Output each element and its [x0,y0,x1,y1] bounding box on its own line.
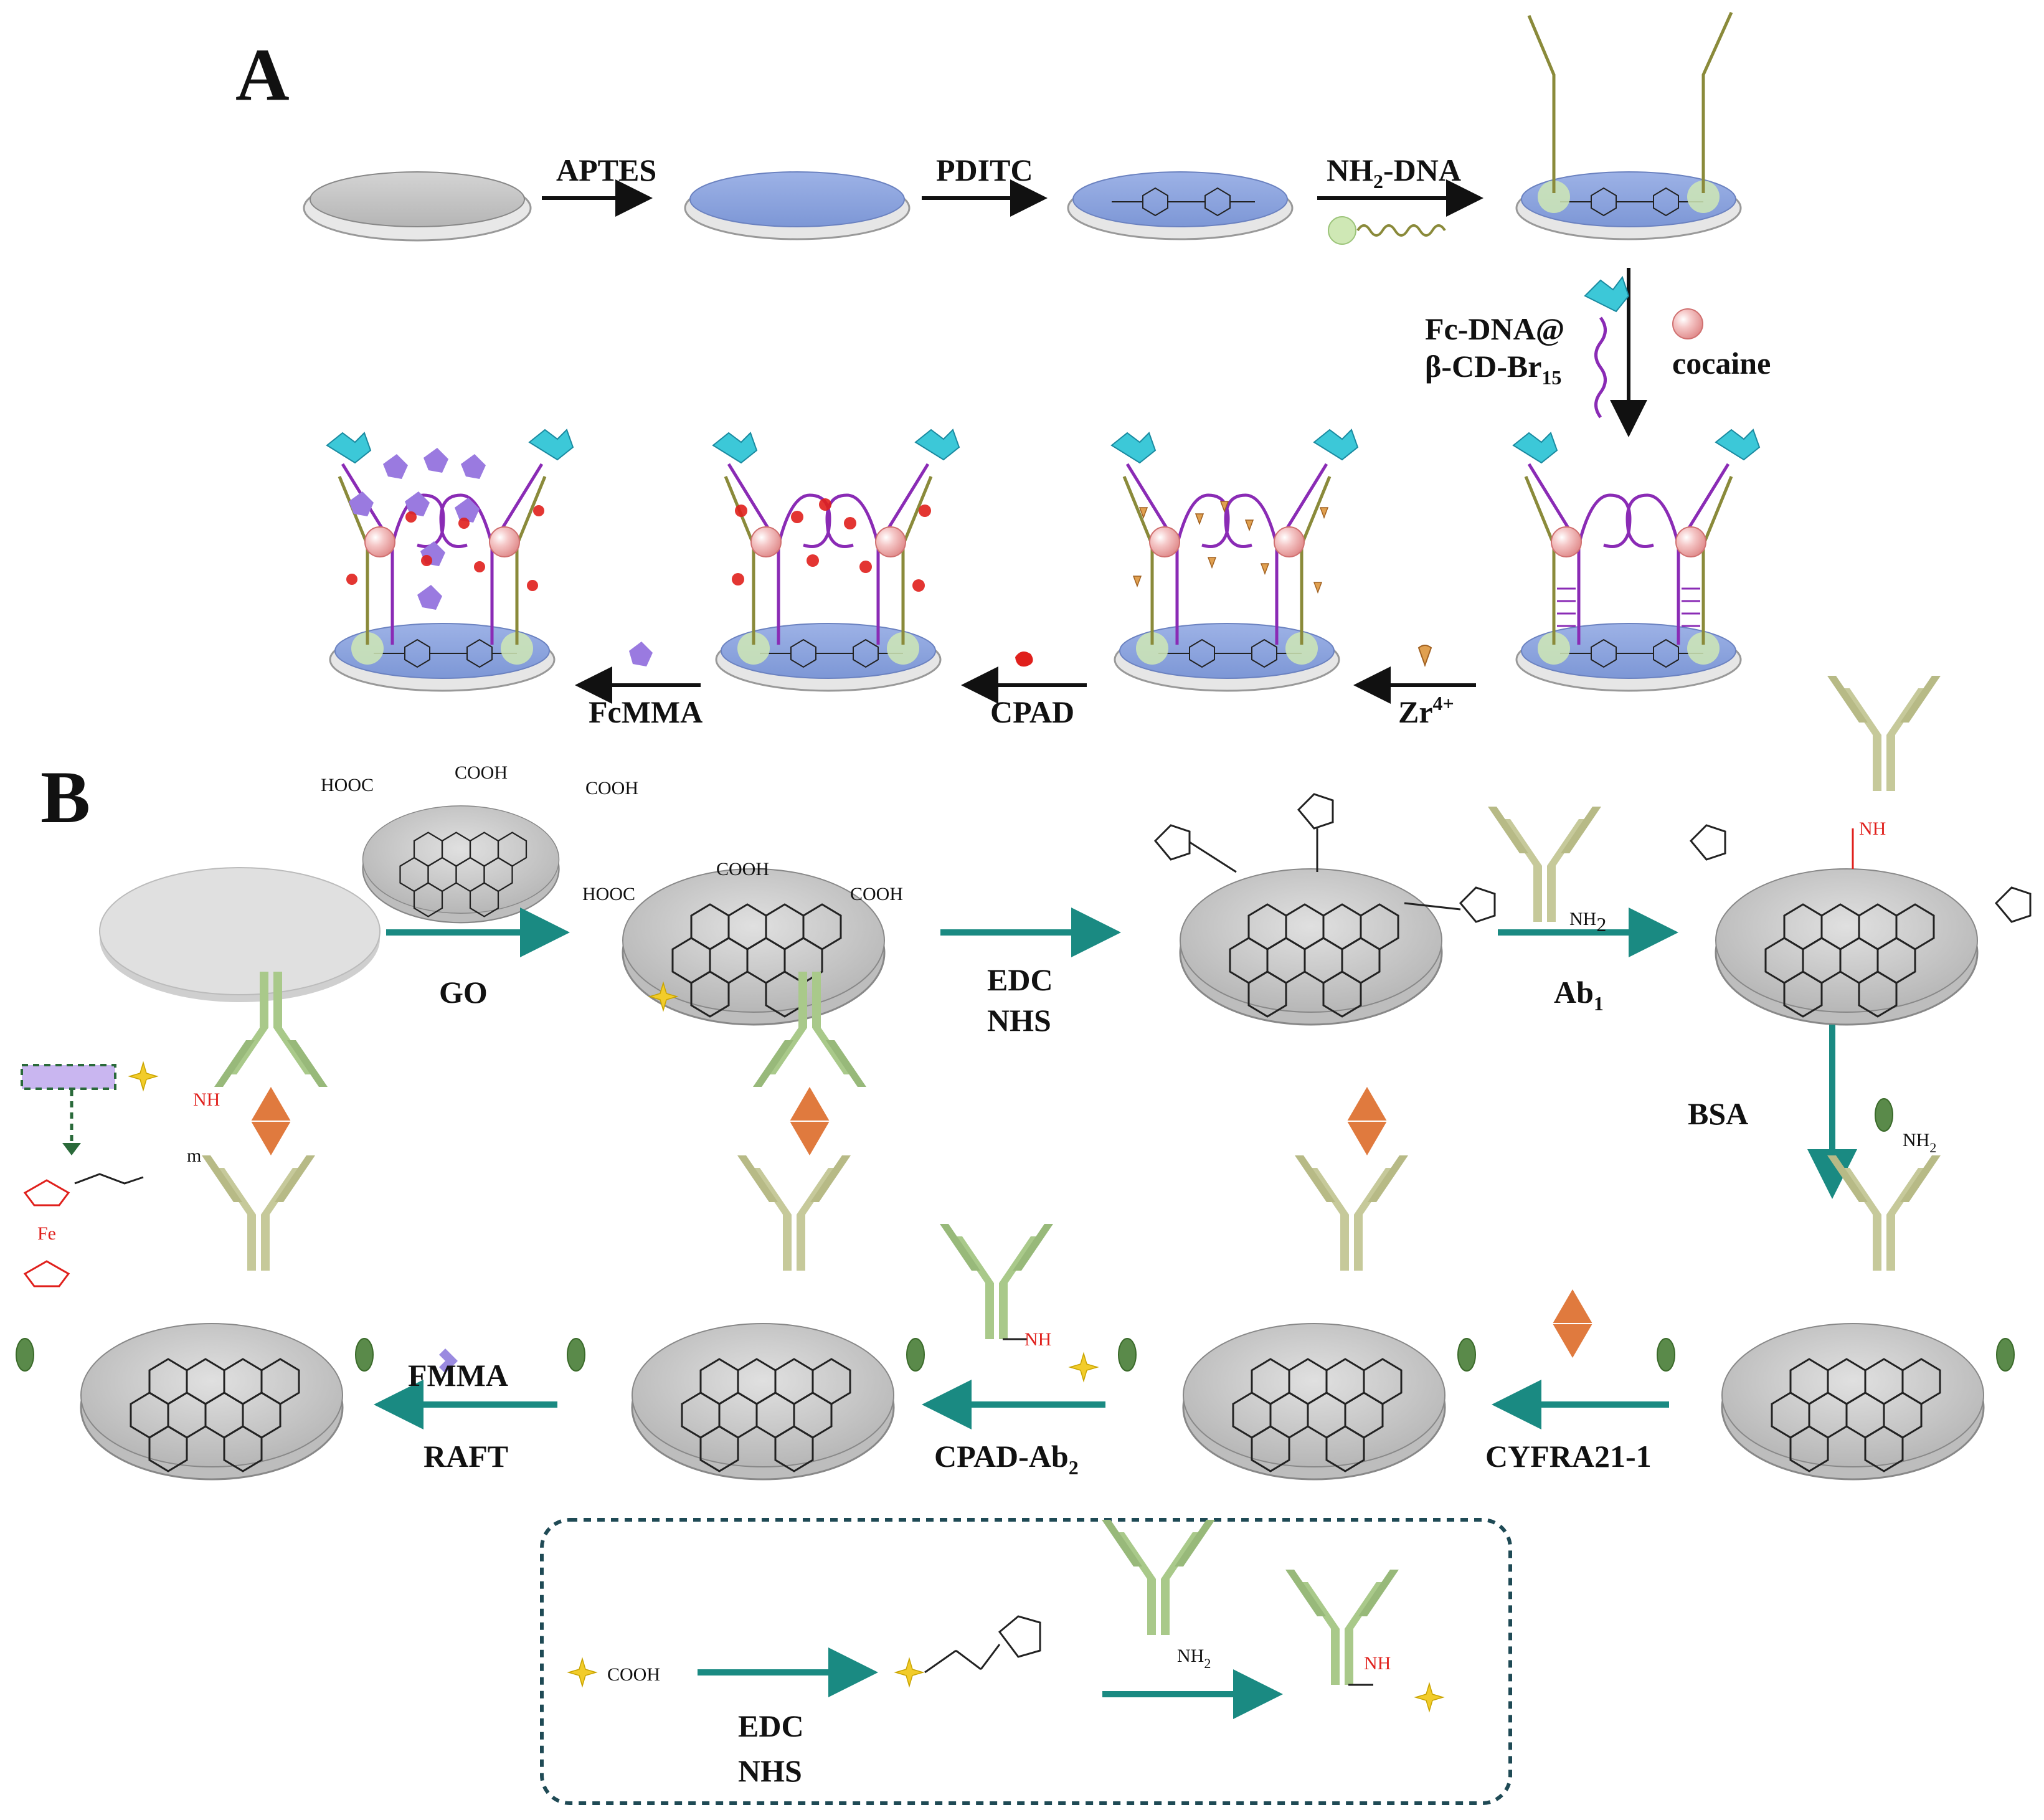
step-raft: RAFT [423,1439,508,1474]
step-nhs: NHS [987,1003,1051,1038]
inset-step-edc: EDC [738,1709,804,1743]
go-structure [362,805,560,924]
bsa-blocked-electrode [1657,1155,2015,1481]
go-cooh-top: COOH [455,762,508,783]
step-cocaine: cocaine [1672,346,1771,381]
ab1-nh2: NH2 [1569,909,1606,936]
bsa-glyph [1875,1098,1893,1132]
step-cpad-ab2: CPAD-Ab2 [934,1439,1079,1479]
polymer-amide-nh: NH [193,1089,220,1110]
ab1-amide-nh: NH [1859,818,1886,839]
step-fc-dna-line2: β-CD-Br15 [1425,349,1561,389]
fmma-glyph [439,1348,458,1373]
ab2-amide-nh: NH [1024,1329,1051,1350]
inset-ab-nh2: NH2 [1177,1646,1211,1671]
go-cooh-right: COOH [585,778,638,799]
state-cpad-bound [712,429,960,692]
step-zr: Zr4+ [1398,692,1454,729]
step-fmma: FMMA [408,1358,508,1393]
inset-step-nhs: NHS [738,1753,802,1788]
step-pditc: PDITC [936,153,1033,187]
cpad-ab2-glyph [940,1224,1098,1382]
state-cocaine-bound [1512,429,1761,692]
step-bsa: BSA [1688,1096,1748,1131]
inset-box [540,1518,1512,1805]
panel-label-b: B [40,756,90,838]
step-ab1: Ab1 [1554,975,1604,1015]
gce-substrate [99,867,381,1002]
fcmma-glyph [629,642,653,666]
aptes-substrate [684,171,911,240]
state-zr-bound [1110,429,1359,692]
step-aptes: APTES [556,153,656,187]
state-polymer-grown [326,429,574,692]
ab1-electrode [1689,676,2032,1026]
step-cpad: CPAD [990,694,1074,729]
bare-substrate [303,171,532,242]
pditc-substrate [1067,171,1294,240]
bsa-nh2: NH2 [1903,1130,1936,1155]
step-fc-dna-line1: Fc-DNA@ [1425,311,1564,346]
nhs-activated-electrode [1153,793,1496,1026]
ab1-glyph [1488,807,1601,922]
polymer-m: m [187,1145,201,1166]
zr-glyph [1417,645,1432,667]
step-edc: EDC [987,962,1053,997]
cpad-glyph [1015,652,1033,667]
cocaine-glyph [1672,308,1703,339]
polymer-chain-glyph [21,1062,158,1287]
antigen-bound-electrode [1118,1086,1476,1481]
go2-hooc: HOOC [582,884,635,904]
go2-cooh-right: COOH [850,884,903,904]
step-fcmma: FcMMA [589,694,703,729]
inset-reagent-cooh: COOH [607,1664,660,1685]
ferrocene-fe: Fe [37,1223,56,1244]
go2-cooh-top: COOH [716,859,769,879]
inset-amide-nh: NH [1364,1653,1391,1674]
inset-nhs-ester [895,1615,1041,1687]
dna-substrate [1515,11,1742,240]
step-cyfra: CYFRA21-1 [1485,1439,1652,1474]
sandwich-electrode [567,972,925,1481]
inset-ab-cpad-product [1285,1570,1444,1712]
inset-reagent-star [568,1658,597,1687]
inset-ab-glyph [1102,1520,1215,1635]
cyfra-glyph [1552,1289,1593,1358]
fc-dna-probe-glyph [1584,275,1630,419]
nh2-dna-glyph [1328,216,1446,245]
step-go: GO [439,975,488,1010]
polymer-amplified-electrode [16,972,374,1481]
panel-label-a: A [235,33,290,116]
go-hooc: HOOC [321,775,374,795]
step-nh2-dna: NH2-DNA [1327,153,1461,192]
